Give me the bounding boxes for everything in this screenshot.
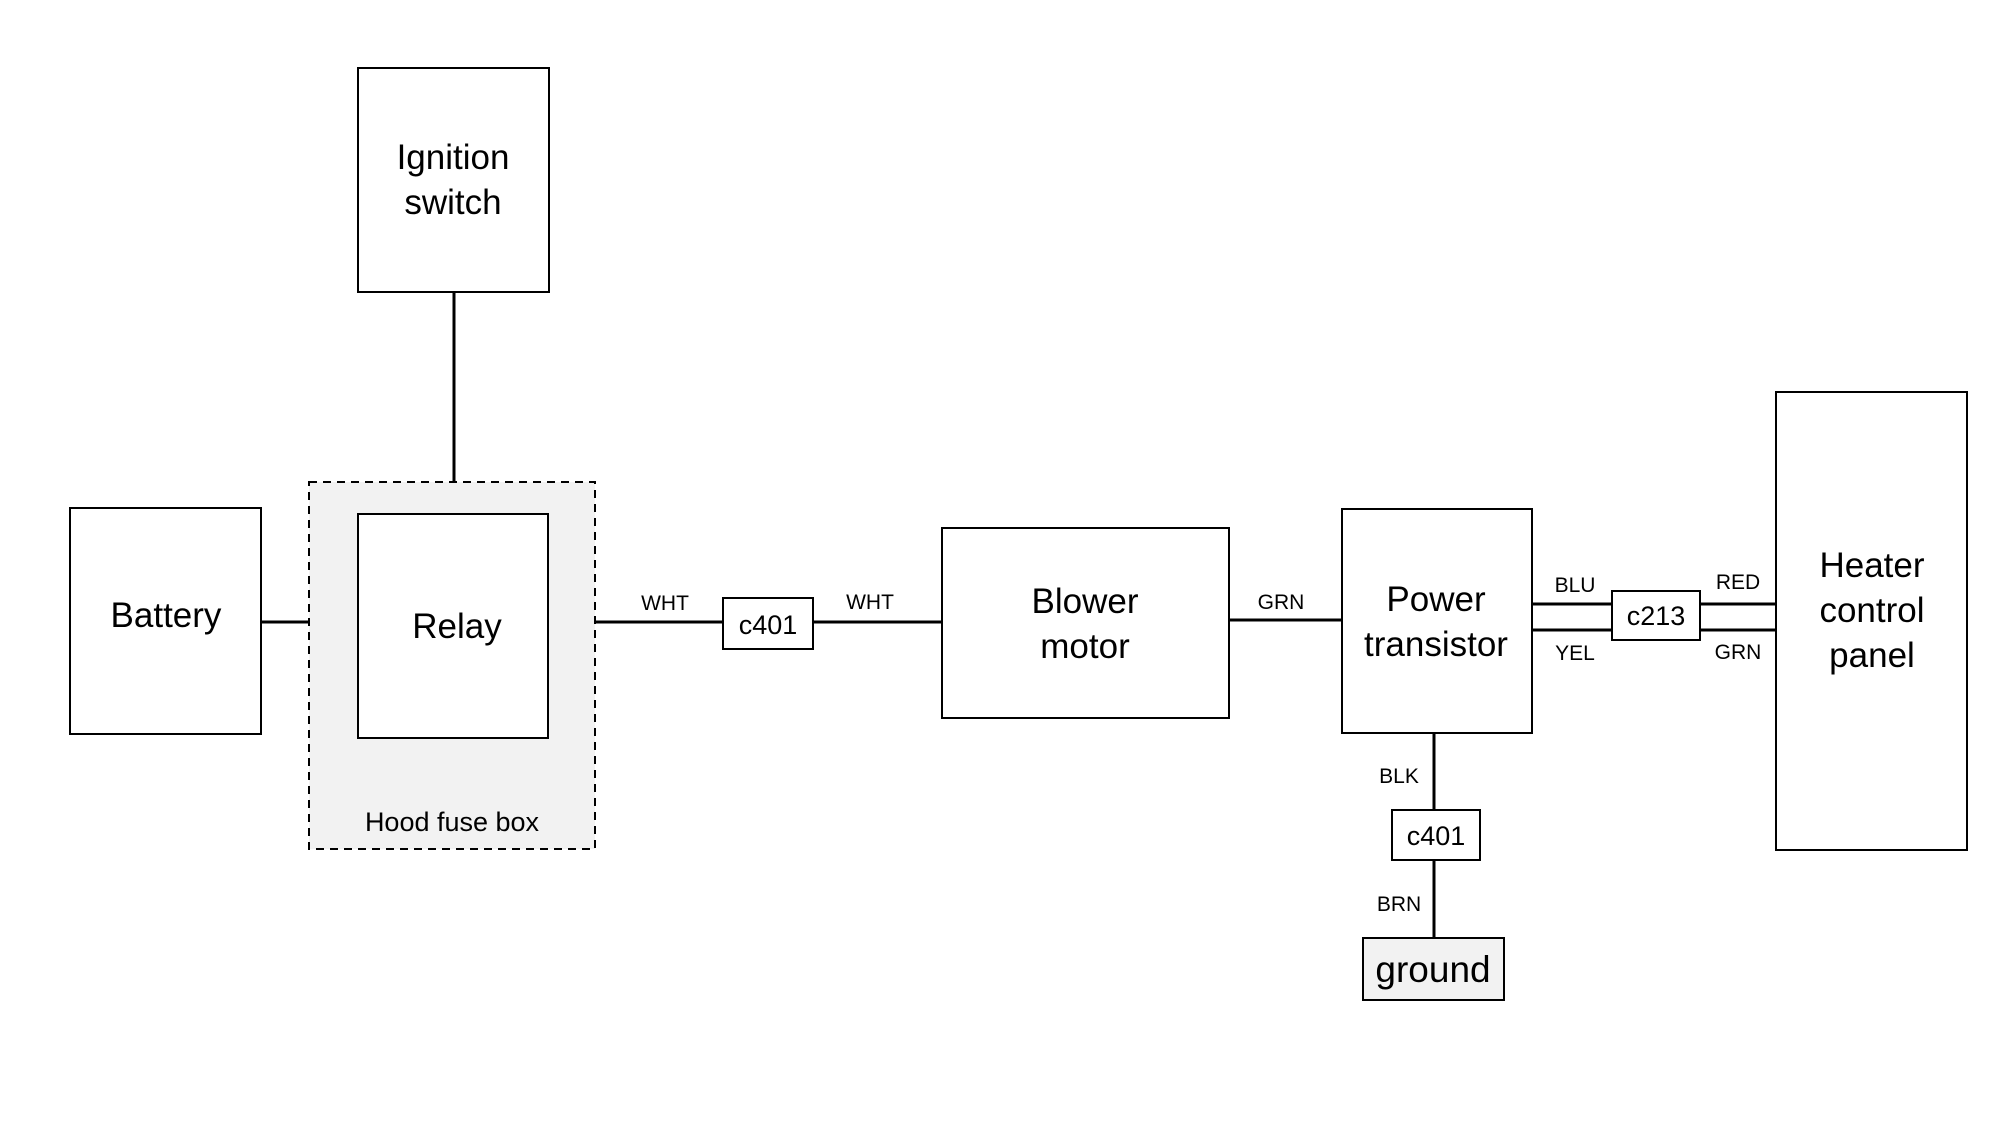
wire-label-brn: BRN (1377, 893, 1421, 916)
power-transistor-label-line1: Power (1386, 580, 1486, 619)
wire-label-wht-1: WHT (641, 592, 689, 615)
ground: ground (1362, 937, 1505, 1001)
ignition-switch: Ignition switch (357, 67, 550, 293)
wire-label-yel: YEL (1555, 642, 1595, 665)
ignition-switch-label-line2: switch (404, 183, 501, 222)
connector-c401-main-label: c401 (739, 610, 798, 640)
connector-c213: c213 (1611, 590, 1701, 641)
wire-label-grn-2: GRN (1715, 641, 1762, 664)
ignition-switch-label-line1: Ignition (397, 138, 510, 177)
wire-label-wht-2: WHT (846, 591, 894, 614)
hood-fuse-box-label: Hood fuse box (365, 807, 540, 837)
ground-label: ground (1375, 949, 1490, 990)
connector-c401-ground-label: c401 (1407, 821, 1466, 851)
wire-label-blk: BLK (1379, 765, 1419, 788)
heater-control-panel-label-line3: panel (1829, 636, 1915, 675)
blower-motor: Blower motor (941, 527, 1230, 719)
battery: Battery (69, 507, 262, 735)
connector-c401-main: c401 (722, 597, 814, 650)
power-transistor: Power transistor (1341, 508, 1533, 734)
battery-label: Battery (111, 596, 222, 635)
connector-c401-ground: c401 (1391, 809, 1481, 861)
blower-motor-label-line1: Blower (1032, 582, 1139, 621)
heater-control-panel-label-line2: control (1819, 591, 1924, 630)
relay-label: Relay (412, 607, 502, 646)
power-transistor-label-line2: transistor (1364, 625, 1508, 664)
wire-label-red: RED (1716, 571, 1760, 594)
wire-label-blu: BLU (1555, 574, 1596, 597)
heater-control-panel-label-line1: Heater (1819, 546, 1924, 585)
heater-control-panel: Heater control panel (1775, 391, 1968, 851)
relay: Relay (357, 513, 549, 739)
wire-label-grn-1: GRN (1258, 591, 1305, 614)
blower-motor-label-line2: motor (1040, 627, 1130, 666)
connector-c213-label: c213 (1627, 601, 1686, 631)
